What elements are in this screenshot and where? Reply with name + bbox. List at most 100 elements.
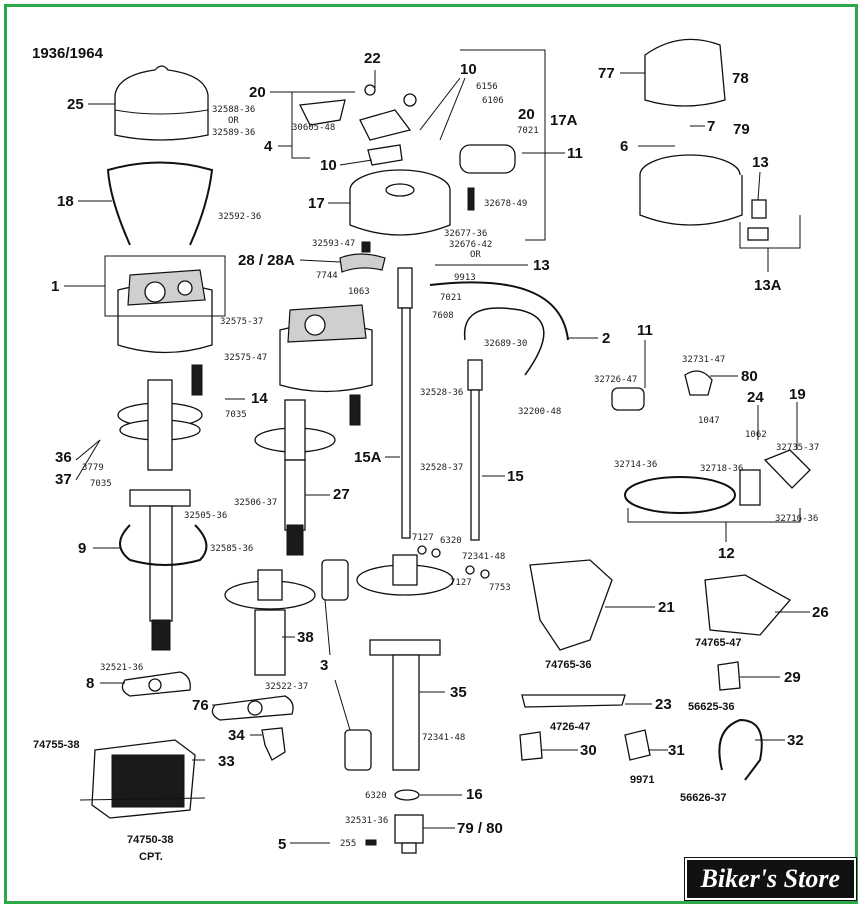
pn-9913: 9913	[454, 273, 476, 283]
pn-72341-48a: 72341-48	[462, 552, 505, 562]
cap-spring-clip-18	[106, 161, 214, 246]
pn-32592-36: 32592-36	[218, 212, 261, 222]
callout-78: 78	[732, 70, 749, 87]
callout-38: 38	[297, 629, 314, 646]
clip-29	[717, 661, 741, 691]
gasket-8	[121, 671, 191, 697]
shaft-15	[467, 359, 483, 541]
callout-12: 12	[718, 545, 735, 562]
pn-32585-36: 32585-36	[210, 544, 253, 554]
shaft-15A	[397, 267, 413, 539]
pn-255: 255	[340, 839, 356, 849]
callout-32: 32	[787, 732, 804, 749]
bracket-19	[763, 449, 811, 489]
pn-7127a: 7127	[412, 533, 434, 543]
callout-15: 15	[507, 468, 524, 485]
callout-19: 19	[789, 386, 806, 403]
pn-6320b: 6320	[365, 791, 387, 801]
pn-32677-36: 32677-36	[444, 229, 487, 239]
gasket-76	[211, 695, 294, 721]
pn-32575-47: 32575-47	[224, 353, 267, 363]
callout-14: 14	[251, 390, 268, 407]
pn-32588-36: 32588-36	[212, 105, 255, 115]
callout-6: 6	[620, 138, 628, 155]
pn-32726-47: 32726-47	[594, 375, 637, 385]
callout-10b: 10	[320, 157, 337, 174]
callout-36: 36	[55, 449, 72, 466]
pn-32689-30: 32689-30	[484, 339, 527, 349]
callout-23: 23	[655, 696, 672, 713]
callout-18: 18	[57, 193, 74, 210]
pn-1047: 1047	[698, 416, 720, 426]
callout-2: 2	[602, 330, 610, 347]
callout-30: 30	[580, 742, 597, 759]
callout-11a: 11	[567, 145, 583, 162]
pn-74750-38: 74750-38	[127, 834, 174, 846]
small-washers	[417, 545, 490, 579]
advance-assembly-38	[224, 569, 316, 676]
pn-7035a: 7035	[225, 410, 247, 420]
condenser-11-right	[611, 387, 645, 411]
callout-37: 37	[55, 471, 72, 488]
callout-79-80: 79 / 80	[457, 820, 503, 837]
pn-56625-36: 56625-36	[688, 701, 735, 713]
pn-32714-36: 32714-36	[614, 460, 657, 470]
pn-6106: 6106	[482, 96, 504, 106]
callout-34: 34	[228, 727, 245, 744]
callout-8: 8	[86, 675, 94, 692]
pn-32718-36: 32718-36	[700, 464, 743, 474]
callout-35: 35	[450, 684, 467, 701]
clamp-band-12	[624, 469, 761, 514]
callout-17: 17	[308, 195, 325, 212]
pn-7608: 7608	[432, 311, 454, 321]
distributor-body-right	[639, 154, 743, 226]
cam-28	[339, 241, 386, 273]
pn-32678-49: 32678-49	[484, 199, 527, 209]
distributor-shaft-assembly	[117, 379, 203, 651]
strap-23	[521, 694, 626, 708]
distributor-cap-25	[114, 65, 209, 141]
clip-34	[261, 727, 286, 761]
bracket-26	[704, 574, 792, 636]
callout-79: 79	[733, 121, 750, 138]
bushings-3	[321, 559, 372, 771]
callout-31: 31	[668, 742, 685, 759]
pn-32505-36: 32505-36	[184, 511, 227, 521]
callout-29: 29	[784, 669, 801, 686]
clamp-80	[684, 370, 713, 396]
washer-16	[394, 789, 420, 801]
callout-11b: 11	[637, 322, 653, 339]
pn-7744: 7744	[316, 271, 338, 281]
pn-32200-48: 32200-48	[518, 407, 561, 417]
pn-32735-37: 32735-37	[776, 443, 819, 453]
advance-assembly-27	[254, 399, 336, 556]
pn-6156: 6156	[476, 82, 498, 92]
callout-28: 28 / 28A	[238, 252, 295, 269]
pn-74765-47: 74765-47	[695, 637, 742, 649]
bracket-21	[529, 559, 613, 651]
callout-76: 76	[192, 697, 209, 714]
diagram-title: 1936/1964	[32, 45, 104, 62]
callout-26: 26	[812, 604, 829, 621]
pn-6320a: 6320	[440, 536, 462, 546]
pn-4726-47: 4726-47	[550, 721, 590, 733]
retaining-clip-9	[119, 524, 208, 566]
callout-33: 33	[218, 753, 235, 770]
pin-5	[365, 839, 377, 846]
pn-32506-37: 32506-37	[234, 498, 277, 508]
screw-32678	[467, 187, 475, 211]
callout-15A: 15A	[354, 449, 382, 466]
pn-56626-37: 56626-37	[680, 792, 727, 804]
pn-32528-37: 32528-37	[420, 463, 463, 473]
condenser-11-top	[459, 144, 516, 174]
callout-21: 21	[658, 599, 675, 616]
pn-7035b: 7035	[90, 479, 112, 489]
pn-7753: 7753	[489, 583, 511, 593]
callout-22: 22	[364, 50, 381, 67]
pn-9971: 9971	[630, 774, 654, 786]
pn-or: OR	[228, 116, 239, 126]
gear-79-80	[394, 814, 424, 854]
callout-3: 3	[320, 657, 328, 674]
callout-13A: 13A	[754, 277, 782, 294]
pn-1063: 1063	[348, 287, 370, 297]
